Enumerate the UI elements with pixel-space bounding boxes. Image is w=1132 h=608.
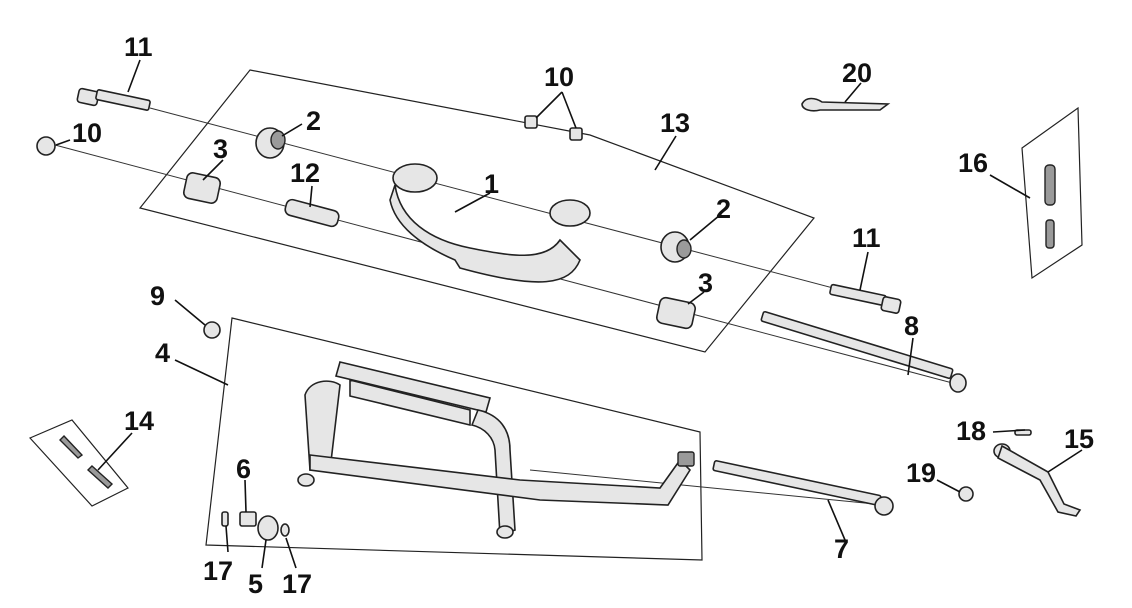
spacer-left (182, 172, 222, 204)
callout-10-upper-middle: 10 (544, 62, 574, 92)
callout-13: 13 (660, 108, 690, 138)
callout-8: 8 (904, 311, 919, 341)
callout-16: 16 (958, 148, 988, 178)
callout-19: 19 (906, 458, 936, 488)
bushing-5 (257, 515, 279, 541)
callout-2-right: 2 (716, 194, 731, 224)
washer-6 (239, 511, 257, 527)
spring-14 (59, 434, 114, 489)
callout-17-right: 17 (282, 569, 312, 599)
nut-upper-middle-a (524, 115, 538, 129)
spring-kit-card-14 (28, 419, 129, 507)
bushing-right (660, 231, 692, 263)
callout-11-upper-left: 11 (124, 32, 153, 62)
leader-lines (55, 59, 1083, 569)
nut-9 (203, 321, 221, 339)
upper-assembly-frame (138, 69, 815, 353)
callout-11-right: 11 (852, 223, 881, 253)
callout-2-left: 2 (306, 106, 321, 136)
ring-17-right (280, 523, 290, 537)
spring-kit-card (1021, 106, 1083, 280)
callout-15: 15 (1064, 424, 1094, 454)
bushing-upper-left (255, 127, 286, 159)
callout-18: 18 (956, 416, 986, 446)
callout-14: 14 (124, 406, 154, 436)
callout-10-left: 10 (72, 118, 102, 148)
callout-1: 1 (484, 169, 499, 199)
callout-9: 9 (150, 281, 165, 311)
nut-left (36, 136, 56, 156)
collar-sleeve (284, 198, 340, 228)
shaft-7 (712, 460, 894, 516)
callout-3-right: 3 (698, 268, 713, 298)
callout-4: 4 (155, 338, 170, 368)
callout-12: 12 (290, 158, 320, 188)
callout-7: 7 (834, 534, 849, 564)
main-stand (297, 361, 695, 539)
main-bracket (389, 163, 591, 283)
axis-line-lower (529, 469, 886, 506)
lower-assembly-frame (205, 317, 703, 561)
spring-16 (1044, 164, 1056, 249)
nut-upper-middle-b (569, 127, 583, 141)
pin-17-left (221, 511, 229, 527)
nut-19 (958, 486, 974, 502)
spacer-right (656, 296, 696, 330)
callout-3-left: 3 (213, 134, 228, 164)
side-stand (993, 429, 1082, 517)
bolt-right (829, 283, 902, 314)
cotter-pin (801, 97, 891, 112)
bolt-upper-left (76, 87, 151, 111)
callout-5: 5 (248, 569, 263, 599)
callout-6: 6 (236, 454, 251, 484)
shaft-long (760, 310, 967, 393)
callout-20: 20 (842, 58, 872, 88)
callout-17-left: 17 (203, 556, 233, 586)
